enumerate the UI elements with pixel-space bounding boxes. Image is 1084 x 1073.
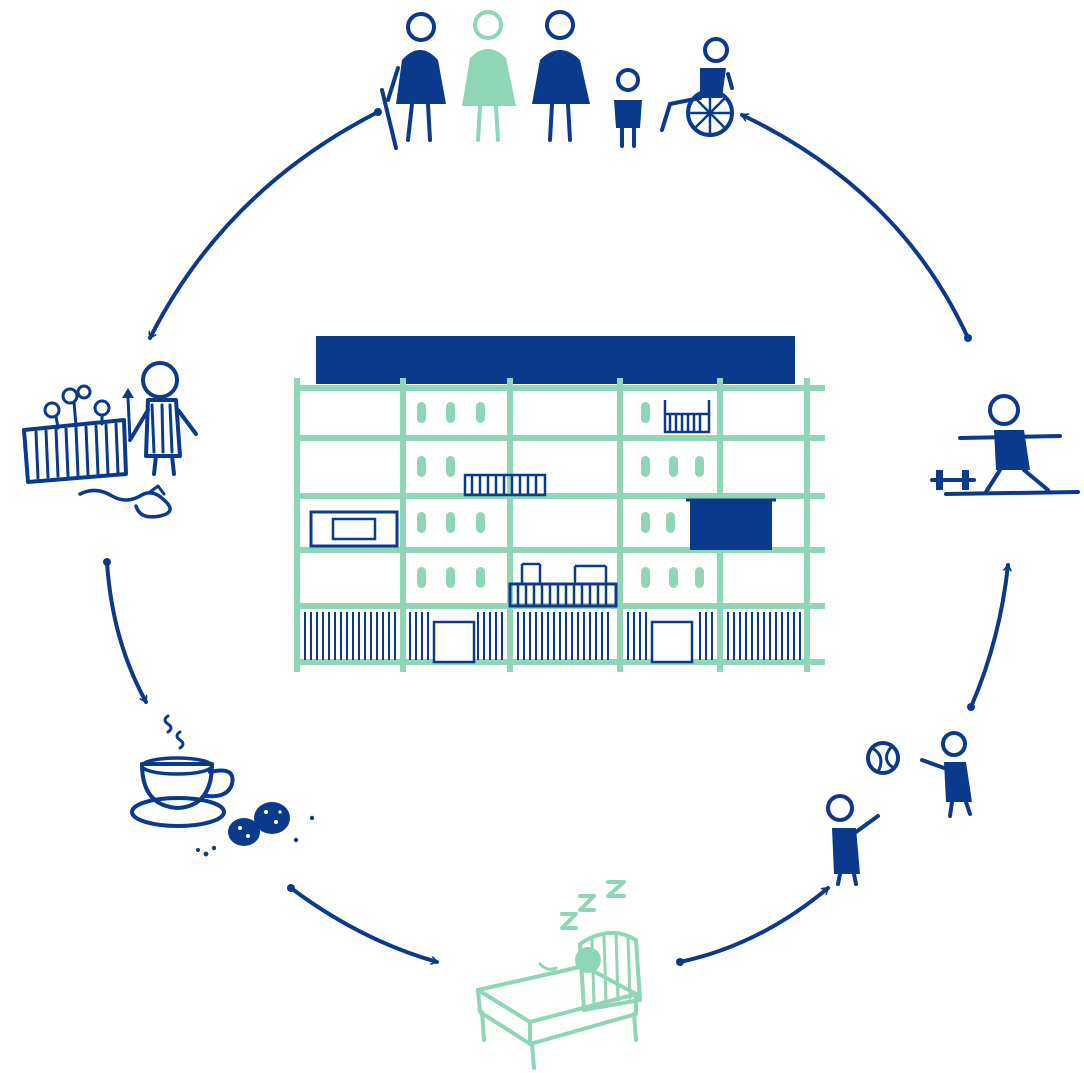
arrow-dot bbox=[287, 884, 295, 892]
building-dark-panel bbox=[690, 500, 772, 550]
arrow-bed-to-play bbox=[678, 886, 830, 964]
apartment-building bbox=[294, 336, 825, 672]
arrow-gardening-to-coffee bbox=[105, 560, 148, 704]
cycle-arrows bbox=[103, 108, 1012, 966]
building-ground-hatch bbox=[304, 612, 801, 660]
arrow-dot bbox=[967, 703, 975, 711]
building-doors bbox=[432, 620, 694, 664]
building-balconies bbox=[309, 400, 711, 608]
bed-icon bbox=[476, 880, 642, 1070]
arrow-dot bbox=[103, 558, 111, 566]
arrow-dot bbox=[374, 108, 382, 116]
building-windows bbox=[415, 400, 706, 590]
weightlifting-icon bbox=[930, 394, 1080, 496]
building-roof bbox=[316, 336, 795, 384]
arrow-people-to-gardening bbox=[148, 110, 380, 340]
arrow-play-to-exercise bbox=[969, 563, 1012, 709]
arrow-dot bbox=[964, 334, 972, 342]
gardening-icon bbox=[22, 361, 198, 519]
building-grid bbox=[294, 378, 825, 672]
people-group-icon bbox=[380, 10, 734, 150]
arrow-coffee-to-bed bbox=[289, 886, 439, 965]
arrow-dot bbox=[676, 958, 684, 966]
arrow-exercise-to-people bbox=[740, 113, 970, 340]
coffee-cup-icon bbox=[130, 714, 315, 857]
children-ball-icon bbox=[826, 731, 972, 886]
